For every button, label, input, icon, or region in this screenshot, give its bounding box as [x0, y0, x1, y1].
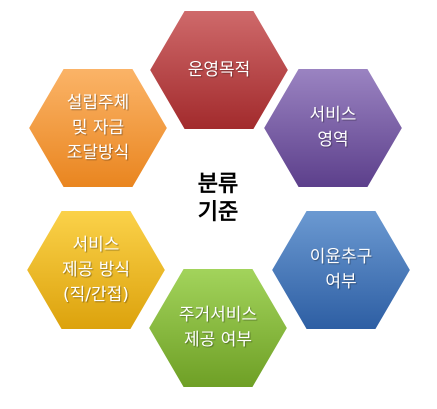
hexagon-label-operating-purpose: 운영목적	[187, 59, 251, 80]
hexagon-housing-service	[146, 267, 290, 389]
hexagon-label-profit-pursuit: 이윤추구 여부	[309, 247, 373, 292]
hexagon-label-service-delivery-method: 서비스 제공 방식 (직/간접)	[62, 234, 130, 305]
hexagon-label-housing-service: 주거서비스 제공 여부	[178, 305, 258, 350]
hexagon-label-service-area: 서비스 영역	[309, 105, 357, 150]
hexagon-service-delivery-method	[24, 209, 168, 331]
hexagon-service-area	[261, 67, 405, 189]
hexagon-label-establishing-entity: 설립주체 및 자금 조달방식	[66, 92, 130, 163]
hexagon-establishing-entity	[26, 67, 170, 189]
center-label: 분류 기준	[197, 172, 239, 225]
hexagon-profit-pursuit	[269, 209, 413, 331]
hexagon-operating-purpose	[147, 9, 291, 131]
